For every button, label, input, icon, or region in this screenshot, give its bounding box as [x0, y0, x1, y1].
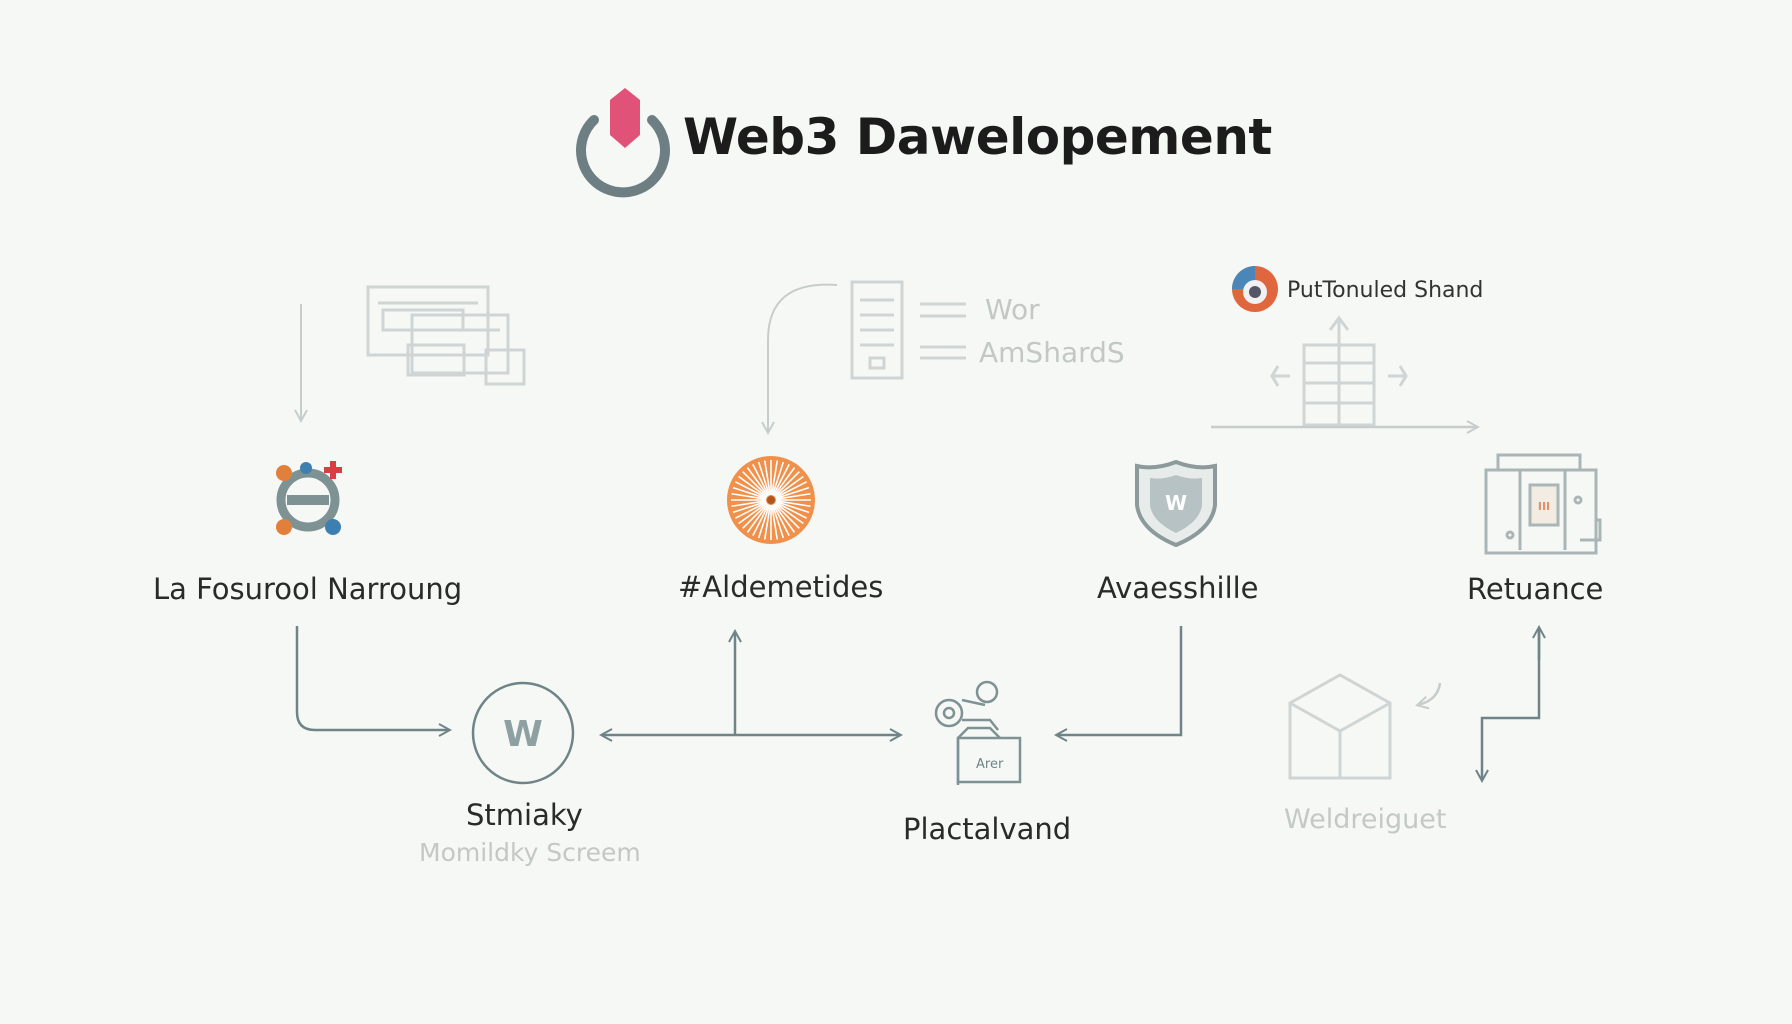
starburst-ray	[770, 504, 779, 540]
starburst-ray	[738, 475, 768, 498]
node-label-n3: Avaesshille	[1097, 571, 1259, 605]
starburst-ray	[775, 501, 808, 519]
starburst-ray	[773, 471, 800, 498]
starburst-ray	[731, 492, 767, 501]
node-label-n5: Stmiaky	[466, 798, 583, 832]
shield-icon: W	[1135, 459, 1217, 548]
gear-puzzle-icon	[276, 461, 342, 535]
gear-folder-icon	[934, 680, 1022, 785]
faded-curl-arrow	[1418, 682, 1442, 705]
starburst-ray	[775, 499, 811, 508]
starburst-ray	[742, 471, 769, 498]
starburst-ray	[775, 500, 810, 514]
starburst-ray	[770, 460, 779, 496]
starburst-ray	[773, 503, 796, 533]
connector-n3-to-n6	[1057, 626, 1183, 735]
starburst-ray	[775, 486, 810, 500]
starburst-ray	[746, 467, 769, 497]
starburst-ray	[738, 502, 768, 525]
starburst-ray	[771, 461, 785, 496]
starburst-ray	[757, 461, 771, 496]
svg-text:W: W	[1165, 491, 1187, 515]
faded-curved-arrow	[768, 283, 838, 432]
building-icon	[1270, 315, 1408, 427]
starburst-ray	[773, 502, 800, 529]
starburst-ray	[774, 502, 804, 525]
starburst-ray	[746, 503, 769, 533]
document-icon	[850, 280, 966, 380]
connector-n1-to-n5	[295, 626, 449, 730]
brand-circle-icon	[1232, 266, 1278, 312]
starburst-ray	[731, 499, 767, 508]
doc-line-2: AmShardS	[979, 336, 1125, 369]
starburst-ray	[734, 481, 767, 499]
node-label-n6: Plactalvand	[903, 812, 1072, 846]
brand-label: PutTonuled Shand	[1287, 278, 1484, 303]
starburst-ray	[773, 467, 796, 497]
cube-icon	[1288, 673, 1392, 780]
starburst-ray	[752, 463, 770, 496]
doc-line-1: Wor	[985, 293, 1040, 326]
starburst-ray	[732, 486, 767, 500]
node-label-n2: #Aldemetides	[678, 570, 884, 604]
folder-badge: Arer	[976, 757, 1004, 772]
page-title: Web3 Dawelopement	[683, 108, 1272, 166]
windows-stack-icon	[366, 285, 526, 386]
starburst-ray	[772, 504, 790, 537]
node-sublabel-n5: Momildky Screem	[419, 838, 641, 867]
starburst-ray	[771, 504, 785, 539]
starburst-ray	[763, 460, 772, 496]
power-logo-icon	[576, 88, 670, 198]
starburst-ray	[752, 504, 770, 537]
starburst-ray	[742, 502, 769, 529]
starburst-ray	[774, 475, 804, 498]
chip-mark: III	[1538, 500, 1550, 513]
orange-starburst-icon	[727, 456, 815, 544]
starburst-ray	[732, 500, 767, 514]
starburst-ray	[775, 481, 808, 499]
starburst-ray	[757, 504, 771, 539]
starburst-ray	[772, 463, 790, 496]
node-label-n1: La Fosurool Narroung	[153, 572, 463, 606]
connector-n4-loop	[1482, 632, 1541, 780]
starburst-ray	[775, 492, 811, 501]
node-label-n7: Weldreiguet	[1284, 804, 1447, 835]
circle-w-icon: W	[471, 681, 575, 785]
starburst-ray	[763, 504, 772, 540]
svg-text:W: W	[503, 714, 543, 755]
node-label-n4: Retuance	[1467, 572, 1604, 606]
starburst-ray	[734, 501, 767, 519]
circuit-board-icon	[1484, 453, 1602, 555]
